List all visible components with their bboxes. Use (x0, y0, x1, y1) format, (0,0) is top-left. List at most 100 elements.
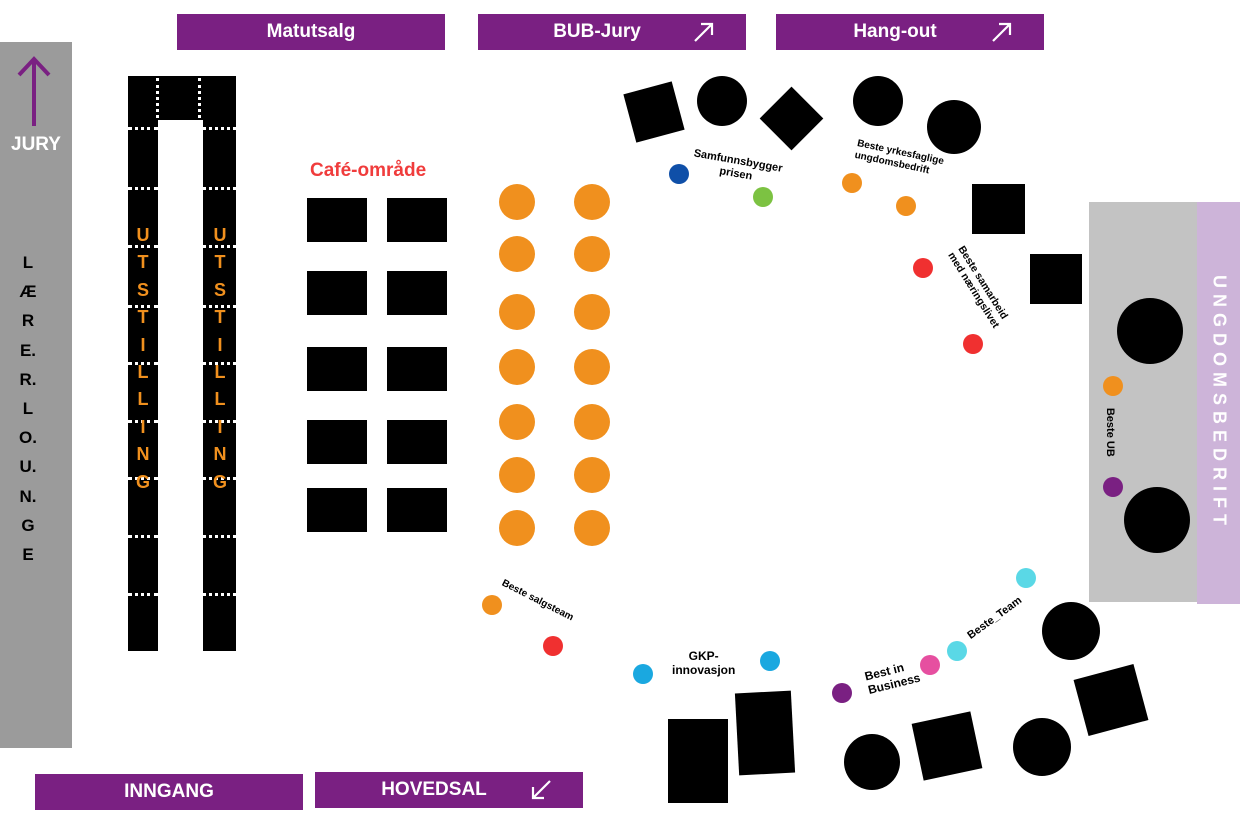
award-marker-purple (1103, 477, 1123, 497)
hang-out-label: Hang-out (853, 21, 937, 42)
stand-divider (128, 535, 158, 538)
laererlounge-letter: Æ (19, 282, 37, 302)
utstilling-stand-top (128, 76, 236, 120)
stand-divider (128, 420, 158, 423)
cafe-table (387, 347, 447, 391)
beste-ub-label: Beste UB (1103, 407, 1116, 457)
bub-jury-banner: BUB-Jury (478, 14, 746, 50)
stand-rect (668, 719, 728, 803)
cafe-table (387, 271, 447, 315)
award-marker-red (963, 334, 983, 354)
orange-seat (499, 236, 535, 272)
orange-seat (574, 510, 610, 546)
utstilling-letter: L (214, 389, 226, 410)
stand-square (911, 711, 983, 781)
orange-seat (574, 236, 610, 272)
beste-salgsteam-label: Beste salgsteam (499, 577, 576, 624)
award-marker-dark-blue (669, 164, 689, 184)
utstilling-letter: T (137, 307, 149, 328)
bub-jury-label: BUB-Jury (553, 21, 641, 42)
award-marker-orange (842, 173, 862, 193)
stand-divider (203, 593, 236, 596)
stand-square (1073, 663, 1149, 737)
orange-seat (499, 294, 535, 330)
arrow-up-icon (17, 56, 51, 126)
stand-circle (853, 76, 903, 126)
laererlounge-letter: R. (19, 369, 37, 389)
laererlounge-letter: U. (19, 457, 37, 477)
stand-square (623, 81, 685, 143)
gkp-innovasjon-label: GKP- innovasjon (672, 649, 736, 677)
ungdomsbedrift-label: UNGDOMSBEDRIFT (1209, 275, 1229, 531)
orange-seat (499, 349, 535, 385)
laererlounge-letter: E. (19, 340, 37, 360)
orange-seat (499, 184, 535, 220)
stand-divider (203, 305, 236, 308)
utstilling-letter: L (137, 362, 149, 383)
utstilling-letter: I (140, 416, 146, 437)
cafe-label: Café-område (310, 160, 427, 181)
utstilling-letter: T (214, 252, 226, 273)
hang-out-banner: Hang-out (776, 14, 1044, 50)
award-marker-blue (633, 664, 653, 684)
orange-seat (499, 510, 535, 546)
utstilling-letter: T (137, 252, 149, 273)
utstilling-letter: L (137, 389, 149, 410)
utstilling-letter: N (136, 444, 150, 465)
laererlounge-letter: N. (19, 486, 37, 506)
utstilling-letter: U (213, 225, 227, 245)
award-marker-cyan (947, 641, 967, 661)
matutsalg-label: Matutsalg (266, 21, 356, 42)
award-marker-red (543, 636, 563, 656)
stand-divider (156, 78, 159, 118)
laererlounge-letter: R (21, 311, 35, 331)
arrow-up-right-icon (992, 22, 1012, 42)
stand-divider (203, 127, 236, 130)
utstilling-letter: I (140, 334, 146, 355)
stand-divider (128, 593, 158, 596)
stand-square (972, 184, 1025, 234)
orange-seat (499, 404, 535, 440)
samfunnsbygger-label: Samfunnsbygger prisen (692, 147, 784, 183)
laererlounge-letter: G (21, 515, 35, 535)
stand-circle (844, 734, 900, 790)
stand-divider (203, 362, 236, 365)
matutsalg-banner: Matutsalg (177, 14, 445, 50)
award-marker-orange (482, 595, 502, 615)
utstilling-letter: I (217, 334, 223, 355)
cafe-table (387, 488, 447, 532)
award-marker-green (753, 187, 773, 207)
laererlounge-letter: L (22, 399, 34, 419)
utstilling-letter: G (135, 471, 150, 492)
stand-circle (1124, 487, 1190, 553)
award-marker-cyan (1016, 568, 1036, 588)
stand-circle (1013, 718, 1071, 776)
orange-seat (499, 457, 535, 493)
cafe-table (307, 271, 367, 315)
stand-circle (927, 100, 981, 154)
orange-seat (574, 404, 610, 440)
utstilling-letter: N (213, 444, 227, 465)
stand-circle (1117, 298, 1183, 364)
award-marker-orange (896, 196, 916, 216)
utstilling-letter: I (217, 416, 223, 437)
cafe-table (387, 420, 447, 464)
orange-seat (574, 457, 610, 493)
award-marker-pink (920, 655, 940, 675)
stand-divider (128, 477, 158, 480)
stand-divider (128, 127, 158, 130)
utstilling-letter: G (212, 471, 227, 492)
stand-square (1030, 254, 1082, 304)
beste-team-label: Beste_Team (965, 594, 1025, 642)
award-marker-blue (760, 651, 780, 671)
stand-circle (1042, 602, 1100, 660)
stand-divider (203, 477, 236, 480)
hovedsal-banner: HOVEDSAL (315, 772, 583, 808)
hovedsal-label: HOVEDSAL (381, 779, 487, 800)
beste-samarbeid-label: Beste samarbeid med næringslivet (945, 243, 1011, 331)
cafe-table (307, 488, 367, 532)
